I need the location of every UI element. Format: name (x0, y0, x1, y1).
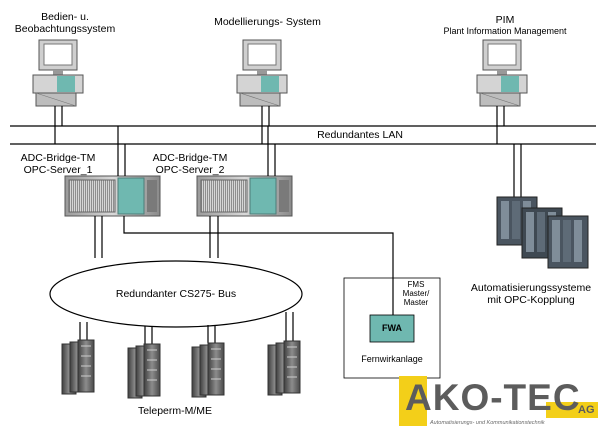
server-label-2: ADC-Bridge-TM OPC-Server_2 (152, 152, 228, 176)
opc-server-2 (196, 175, 293, 217)
lan-label: Redundantes LAN (317, 129, 403, 141)
computer-lan-links (54, 106, 505, 144)
opc-server-1 (64, 175, 161, 217)
fwa-outer-box (343, 277, 441, 379)
teleperm-unit (61, 339, 95, 395)
fwa-box-label: FWA (382, 323, 402, 333)
logo-tagline: Automatisierungs- und Kommunikationstech… (430, 420, 545, 426)
fwa-box (369, 314, 415, 343)
teleperm-unit (127, 343, 161, 399)
ako-tec-logo (399, 376, 598, 426)
automation-links (513, 144, 522, 200)
teleperm-label: Teleperm-M/ME (137, 405, 213, 417)
server-label-1: ADC-Bridge-TM OPC-Server_1 (20, 152, 96, 176)
station-label-modeling: Modellierungs- System (214, 16, 321, 28)
server-bus-links (94, 216, 219, 258)
server-lan-links (117, 126, 276, 176)
fms-label: FMS Master/ Master (402, 280, 430, 307)
station-label-pim: PIM Plant Information Management (443, 14, 567, 36)
fwa-link (123, 216, 394, 320)
computer-icon (476, 39, 528, 107)
automation-label: Automatisierungssysteme mit OPC-Kopplung (470, 282, 592, 306)
teleperm-unit (191, 342, 225, 398)
fwa-caption: Fernwirkanlage (361, 354, 423, 364)
automation-systems (496, 196, 589, 269)
bus-label: Redundanter CS275- Bus (115, 288, 237, 300)
cs275-bus (49, 260, 303, 328)
redundant-lan (10, 125, 596, 145)
bus-teleperm-links (79, 312, 294, 344)
logo-suffix: AG (578, 404, 595, 416)
computer-icon (236, 39, 288, 107)
computer-icon (32, 39, 84, 107)
logo-text: AKO-TEC (405, 377, 581, 418)
teleperm-unit (267, 340, 301, 396)
station-label-operator: Bedien- u. Beobachtungssystem (14, 11, 116, 35)
